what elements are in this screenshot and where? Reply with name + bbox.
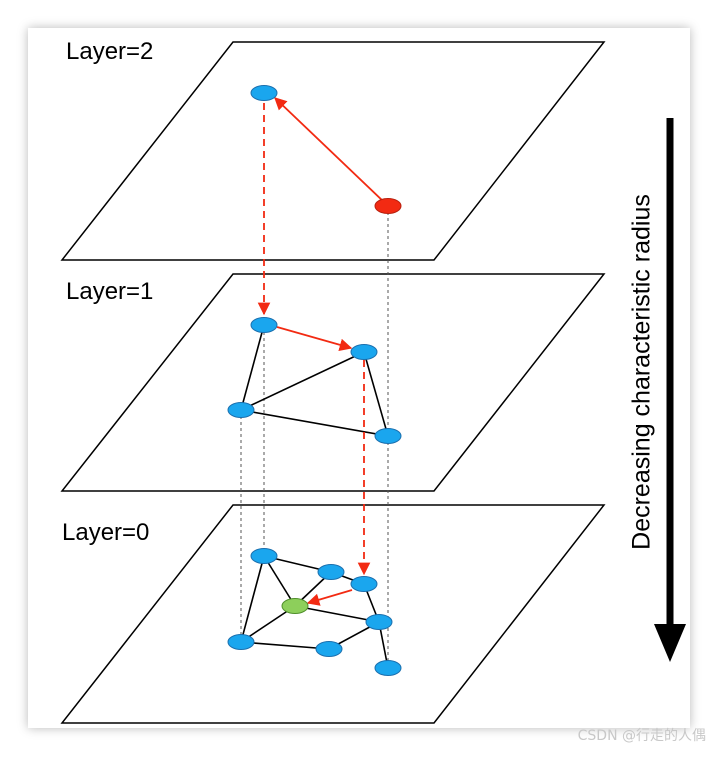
layer-1-label: Layer=1 <box>66 278 154 305</box>
graph-edge <box>294 605 380 623</box>
graph-node <box>227 402 255 418</box>
down-arrow <box>654 118 686 662</box>
layer-0-edges <box>240 555 389 669</box>
graph-node <box>250 85 278 101</box>
layer-2-label: Layer=2 <box>66 38 154 65</box>
target-node <box>281 598 309 614</box>
entry-node <box>374 198 402 214</box>
graph-node <box>365 614 393 630</box>
graph-node <box>317 564 345 580</box>
axis-label: Decreasing characteristic radius <box>627 194 656 550</box>
layer-1-edges <box>240 324 389 437</box>
graph-node <box>250 548 278 564</box>
search-path <box>257 97 385 606</box>
diagram-frame <box>28 28 690 728</box>
graph-node <box>350 344 378 360</box>
search-arrow <box>306 589 353 606</box>
graph-edge <box>240 555 265 643</box>
layer-1-plane <box>60 273 606 492</box>
graph-edge <box>363 351 389 437</box>
projection-lines <box>240 212 389 663</box>
layer-0-label: Layer=0 <box>62 519 150 546</box>
graph-node <box>250 317 278 333</box>
graph-edge <box>240 641 330 650</box>
graph-node <box>374 428 402 444</box>
graph-node <box>227 634 255 650</box>
graph-edge <box>240 409 389 437</box>
graph-node <box>315 641 343 657</box>
graph-edge <box>263 555 296 607</box>
graph-edge <box>240 351 365 411</box>
layer-0-plane <box>60 504 606 724</box>
search-arrow <box>276 326 353 351</box>
graph-node <box>350 576 378 592</box>
graph-edge <box>240 324 265 411</box>
search-arrow <box>274 97 385 203</box>
graph-node <box>374 660 402 676</box>
watermark: CSDN @行走的人偶 <box>577 728 706 744</box>
layer-2-plane <box>60 41 606 261</box>
graph-edge <box>240 605 296 643</box>
